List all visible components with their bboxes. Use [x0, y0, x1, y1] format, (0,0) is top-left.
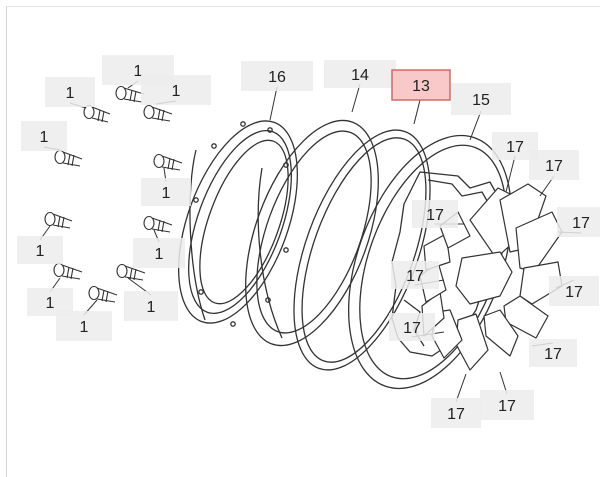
callout-number: 1	[80, 319, 89, 336]
callout-box	[431, 398, 481, 428]
leader-line-17	[505, 155, 516, 193]
callout-number: 1	[66, 85, 75, 102]
callout-number: 17	[498, 398, 516, 415]
callout-number: 13	[412, 78, 430, 95]
callout-number: 1	[134, 63, 143, 80]
callout-box	[56, 311, 112, 341]
callout-number: 17	[447, 406, 465, 423]
callout-box	[141, 178, 191, 206]
callout-box	[21, 121, 67, 151]
callout-number: 17	[544, 346, 562, 363]
callout-box	[124, 291, 178, 321]
callout-16[interactable]: 16	[241, 61, 313, 91]
part-14-ring[interactable]	[219, 103, 405, 363]
part-1-bolts[interactable]	[44, 85, 183, 303]
bolt-8	[53, 262, 83, 280]
callout-17[interactable]: 17	[549, 276, 599, 306]
callout-1[interactable]: 1	[141, 75, 211, 105]
bolt-7	[143, 215, 173, 233]
callout-box	[241, 61, 313, 91]
callout-number: 1	[46, 295, 55, 312]
leader-line-15	[469, 110, 482, 141]
callout-box	[451, 83, 511, 115]
callout-box	[549, 276, 599, 306]
callout-box	[529, 150, 579, 180]
callout-box	[391, 69, 451, 101]
callout-box	[389, 313, 435, 341]
callout-box	[141, 75, 211, 105]
callout-box	[17, 236, 63, 264]
callout-number: 15	[472, 92, 490, 109]
callout-number: 17	[572, 215, 590, 232]
callout-15[interactable]: 15	[451, 83, 511, 115]
bolt-5	[153, 153, 183, 171]
callout-number: 1	[36, 243, 45, 260]
callout-1[interactable]: 1	[17, 236, 63, 264]
callout-number: 1	[40, 129, 49, 146]
callout-number: 1	[155, 246, 164, 263]
callout-17[interactable]: 17	[412, 200, 458, 228]
bolt-10	[88, 285, 118, 303]
callout-labels: 1 1 1 1 1 1 1 1 1 1 16 14 13 15 17 17 17 17 17 17 17 17 17 17	[17, 55, 600, 428]
bolt-1	[83, 104, 111, 123]
callout-13[interactable]: 13	[391, 69, 451, 101]
bolt-9	[116, 263, 146, 281]
callout-1[interactable]: 1	[45, 77, 95, 107]
callout-17[interactable]: 17	[431, 398, 481, 428]
callout-17[interactable]: 17	[391, 261, 439, 289]
callout-number: 17	[426, 207, 444, 224]
bolt-2	[115, 85, 145, 103]
callout-number: 14	[351, 67, 369, 84]
callout-box	[480, 390, 534, 420]
callout-number: 1	[162, 185, 171, 202]
callout-box	[391, 261, 439, 289]
callout-box	[557, 207, 600, 237]
callout-number: 1	[147, 299, 156, 316]
callout-number: 17	[403, 320, 421, 337]
bolt-6	[44, 211, 73, 229]
callout-number: 1	[172, 83, 181, 100]
leader-line-16	[269, 86, 278, 121]
bolt-4	[54, 149, 83, 167]
diagram-frame	[6, 6, 600, 477]
callout-1[interactable]: 1	[133, 238, 185, 268]
callout-number: 17	[406, 268, 424, 285]
callout-number: 16	[268, 69, 286, 86]
part-16-gasket[interactable]	[155, 105, 321, 338]
callout-box	[133, 238, 185, 268]
bolt-3	[143, 104, 173, 122]
callout-17[interactable]: 17	[529, 150, 579, 180]
callout-number: 17	[506, 139, 524, 156]
callout-1[interactable]: 1	[124, 291, 178, 321]
callout-17[interactable]: 17	[557, 207, 600, 237]
callout-box	[45, 77, 95, 107]
leader-line-17	[455, 373, 467, 403]
callout-1[interactable]: 1	[21, 121, 67, 151]
callout-14[interactable]: 14	[324, 60, 396, 88]
callout-1[interactable]: 1	[141, 178, 191, 206]
parts-drawing: 1 1 1 1 1 1 1 1 1 1 16 14 13 15 17 17 17 17 17 17 17 17 17 17	[17, 55, 600, 428]
callout-17[interactable]: 17	[529, 339, 577, 367]
callout-number: 17	[545, 158, 563, 175]
callout-number: 17	[565, 284, 583, 301]
callout-17[interactable]: 17	[389, 313, 435, 341]
callout-1[interactable]: 1	[56, 311, 112, 341]
callout-box	[412, 200, 458, 228]
leader-line-14	[351, 83, 361, 113]
exploded-parts-diagram: 1 1 1 1 1 1 1 1 1 1 16 14 13 15 17 17 17 17 17 17 17 17 17 17	[6, 6, 600, 477]
callout-17[interactable]: 17	[480, 390, 534, 420]
callout-box	[324, 60, 396, 88]
callout-box	[529, 339, 577, 367]
